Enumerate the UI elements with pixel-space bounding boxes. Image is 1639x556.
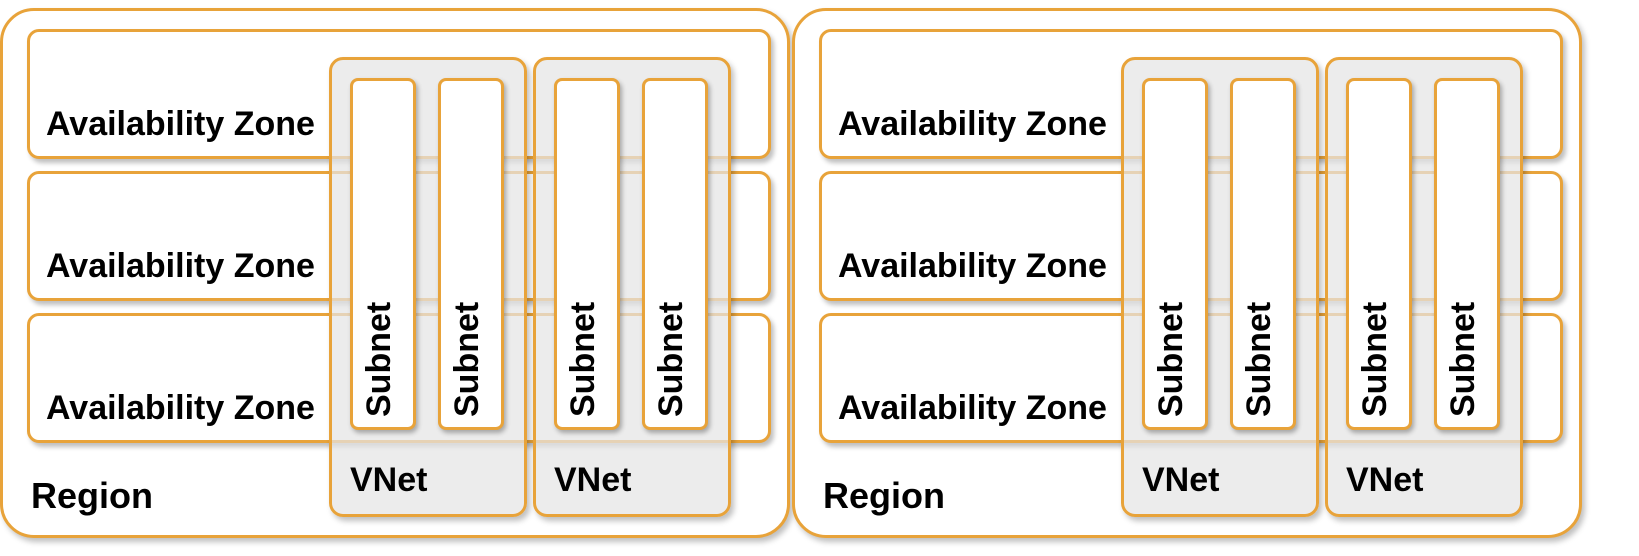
region-box: Availability Zone Availability Zone Avai…: [792, 8, 1582, 538]
subnet-box: Subnet: [1142, 78, 1208, 430]
region-label: Region: [823, 475, 945, 516]
vnet-box: Subnet Subnet VNet: [533, 57, 731, 517]
vnet-label: VNet: [1346, 461, 1424, 499]
vnet-box: Subnet Subnet VNet: [329, 57, 527, 517]
subnet-box: Subnet: [1346, 78, 1412, 430]
vnet-label: VNet: [554, 461, 632, 499]
subnet-box: Subnet: [1230, 78, 1296, 430]
subnet-box: Subnet: [350, 78, 416, 430]
subnet-label: Subnet: [1240, 301, 1278, 417]
availability-zone-label: Availability Zone: [46, 247, 315, 285]
vnet-box: Subnet Subnet VNet: [1325, 57, 1523, 517]
subnet-label: Subnet: [1444, 301, 1482, 417]
subnet-box: Subnet: [554, 78, 620, 430]
subnet-box: Subnet: [438, 78, 504, 430]
region-label: Region: [31, 475, 153, 516]
availability-zone-label: Availability Zone: [838, 105, 1107, 143]
subnet-label: Subnet: [360, 301, 398, 417]
subnet-box: Subnet: [642, 78, 708, 430]
vnet-box: Subnet Subnet VNet: [1121, 57, 1319, 517]
vnet-label: VNet: [350, 461, 428, 499]
subnet-label: Subnet: [1356, 301, 1394, 417]
subnet-label: Subnet: [564, 301, 602, 417]
subnet-box: Subnet: [1434, 78, 1500, 430]
subnet-label: Subnet: [652, 301, 690, 417]
availability-zone-label: Availability Zone: [46, 105, 315, 143]
subnet-label: Subnet: [1152, 301, 1190, 417]
availability-zone-label: Availability Zone: [838, 247, 1107, 285]
vnet-label: VNet: [1142, 461, 1220, 499]
region-box: Availability Zone Availability Zone Avai…: [0, 8, 790, 538]
subnet-label: Subnet: [448, 301, 486, 417]
availability-zone-label: Availability Zone: [46, 389, 315, 427]
availability-zone-label: Availability Zone: [838, 389, 1107, 427]
